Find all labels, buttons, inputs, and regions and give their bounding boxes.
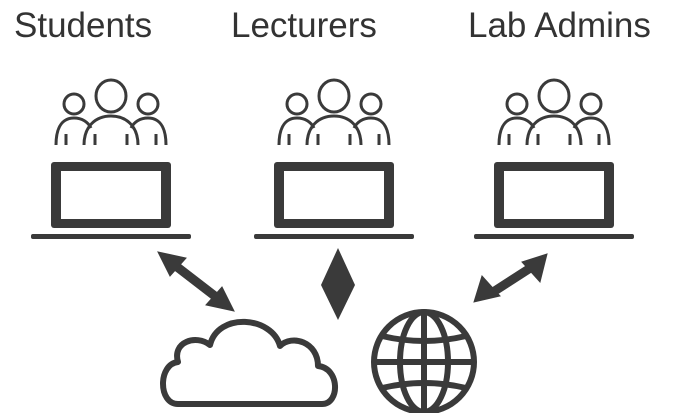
students-laptop-icon — [31, 162, 191, 239]
students-label: Students — [14, 6, 153, 45]
students-double-arrow-icon — [157, 251, 235, 312]
lecturers-label: Lecturers — [231, 6, 377, 45]
globe-icon — [371, 309, 477, 413]
students-group-icon — [54, 78, 168, 147]
lab-admins-label: Lab Admins — [468, 6, 651, 45]
lab-admins-group-icon — [497, 78, 611, 147]
lecturers-diamond-icon — [321, 248, 355, 320]
lab-admins-laptop-icon — [474, 162, 634, 239]
cloud-icon — [160, 318, 338, 407]
lecturers-group-icon — [277, 78, 391, 147]
lab-admins-double-arrow-icon — [473, 253, 548, 303]
lecturers-laptop-icon — [254, 162, 414, 239]
